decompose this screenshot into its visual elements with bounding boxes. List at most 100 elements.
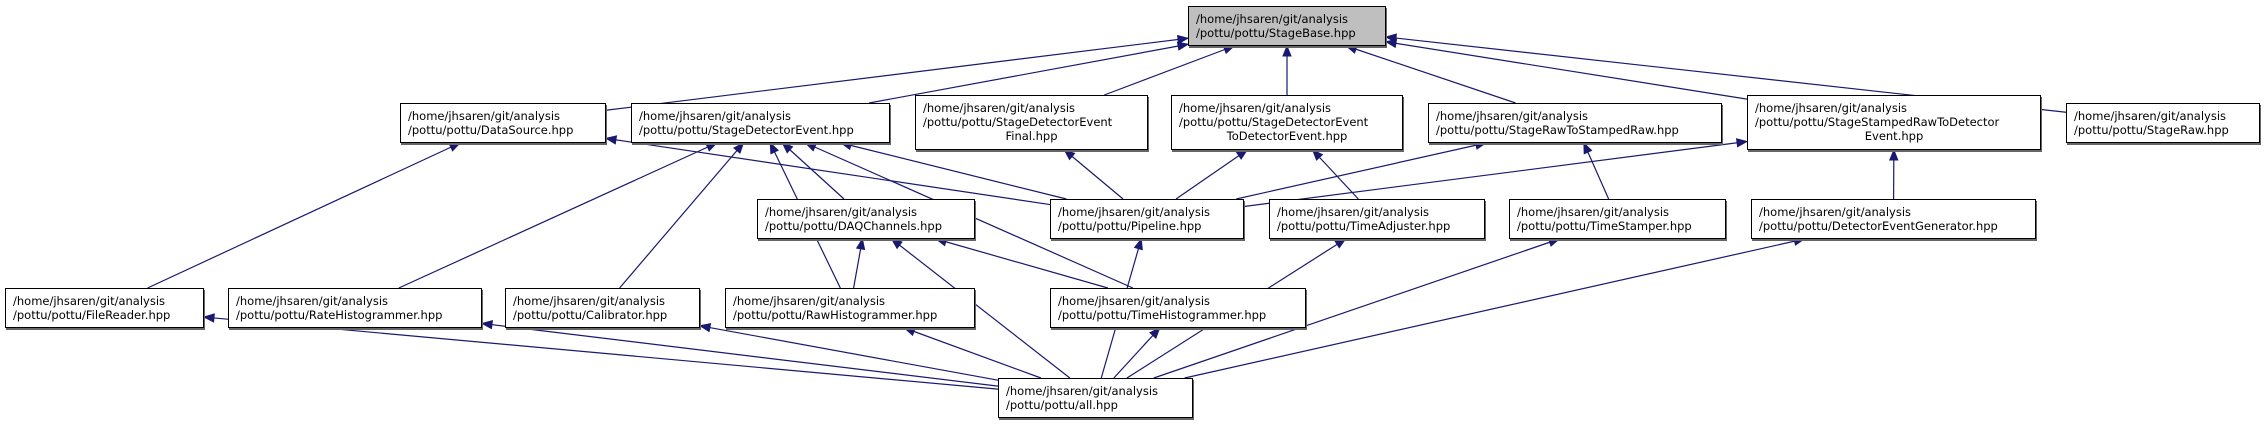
node-label-line: /pottu/pottu/StageBase.hpp xyxy=(1196,26,1356,40)
arrowhead-icon xyxy=(1583,141,1593,155)
edge-Pipeline-to-StageStampedRawToDetectorEvent xyxy=(1243,140,1748,208)
node-time-adjuster[interactable]: /home/jhsaren/git/analysis/pottu/pottu/T… xyxy=(1269,199,1485,239)
node-label-line: /home/jhsaren/git/analysis xyxy=(13,294,166,308)
node-label-line: /home/jhsaren/git/analysis xyxy=(923,101,1076,115)
edge-all-to-TimeHistogrammer xyxy=(1113,327,1161,379)
edge-Calibrator-to-StageDetectorEvent xyxy=(619,142,744,289)
node-label-line: /pottu/pottu/RawHistogrammer.hpp xyxy=(733,308,938,322)
node-label-line: /home/jhsaren/git/analysis xyxy=(1006,384,1159,398)
node-label-line: /pottu/pottu/DAQChannels.hpp xyxy=(765,219,943,233)
edge-StageDetectorEventFinal-to-StageBase xyxy=(1104,45,1235,96)
node-label-line: /home/jhsaren/git/analysis xyxy=(1277,205,1430,219)
edge-RateHistogrammer-to-StageDetectorEvent xyxy=(398,142,717,289)
node-pipeline[interactable]: /home/jhsaren/git/analysis/pottu/pottu/P… xyxy=(1050,199,1244,239)
node-stage-stamped-raw-to-detector-event[interactable]: /home/jhsaren/git/analysis/pottu/pottu/S… xyxy=(1747,95,2041,150)
arrowhead-icon xyxy=(890,238,903,250)
node-stage-detector-event[interactable]: /home/jhsaren/git/analysis/pottu/pottu/S… xyxy=(631,103,890,143)
edge-Pipeline-to-StageRawToStampedRaw xyxy=(1236,142,1486,200)
arrowhead-icon xyxy=(1889,148,1899,161)
node-label-line: /pottu/pottu/StageDetectorEvent.hpp xyxy=(639,123,854,137)
node-label-line: /home/jhsaren/git/analysis xyxy=(1058,205,1211,219)
edge-StageStampedRawToDetectorEvent-to-StageBase xyxy=(1385,41,1748,100)
edge-all-to-DAQChannels xyxy=(891,238,1071,379)
node-label-line: /home/jhsaren/git/analysis xyxy=(2074,109,2227,123)
arrowhead-icon xyxy=(1311,149,1324,161)
node-label-line: /pottu/pottu/Pipeline.hpp xyxy=(1058,219,1202,233)
node-label-line: /home/jhsaren/git/analysis xyxy=(513,294,666,308)
node-label-line: /home/jhsaren/git/analysis xyxy=(1436,109,1589,123)
arrowhead-icon xyxy=(855,237,866,251)
node-calibrator[interactable]: /home/jhsaren/git/analysis/pottu/pottu/C… xyxy=(505,288,700,328)
node-label-line: /home/jhsaren/git/analysis xyxy=(408,109,561,123)
node-label-line: /pottu/pottu/StageStampedRawToDetector xyxy=(1755,115,2000,129)
node-label-line: /pottu/pottu/TimeAdjuster.hpp xyxy=(1277,219,1451,233)
node-label-line: /home/jhsaren/git/analysis xyxy=(765,205,918,219)
node-label-line: Final.hpp xyxy=(1005,129,1058,143)
edge-StageRawToStampedRaw-to-StageBase xyxy=(1346,45,1516,104)
edge-all-to-TimeStamper xyxy=(1153,238,1560,379)
arrowhead-icon xyxy=(1063,149,1076,161)
node-stage-raw-to-stamped-raw[interactable]: /home/jhsaren/git/analysis/pottu/pottu/S… xyxy=(1428,103,1722,143)
node-time-histogrammer[interactable]: /home/jhsaren/git/analysis/pottu/pottu/T… xyxy=(1050,288,1306,328)
arrowhead-icon xyxy=(1334,238,1347,249)
node-stage-detector-event-final[interactable]: /home/jhsaren/git/analysis/pottu/pottu/S… xyxy=(915,95,1148,150)
node-label-line: /home/jhsaren/git/analysis xyxy=(639,109,792,123)
edge-TimeHistogrammer-to-DAQChannels xyxy=(935,238,1109,289)
arrowhead-icon xyxy=(1235,149,1249,160)
node-label-line: /pottu/pottu/TimeStamper.hpp xyxy=(1517,219,1692,233)
node-daqchannels[interactable]: /home/jhsaren/git/analysis/pottu/pottu/D… xyxy=(757,199,975,239)
edge-Pipeline-to-StageDetectorEventToDetectorEvent xyxy=(1175,149,1248,200)
node-raw-histogrammer[interactable]: /home/jhsaren/git/analysis/pottu/pottu/R… xyxy=(725,288,975,328)
edge-DAQChannels-to-StageDetectorEvent xyxy=(782,142,845,200)
node-label-line: /home/jhsaren/git/analysis xyxy=(1759,205,1912,219)
arrowhead-icon xyxy=(934,237,948,247)
arrowhead-icon xyxy=(903,327,917,337)
node-rate-histogrammer[interactable]: /home/jhsaren/git/analysis/pottu/pottu/R… xyxy=(228,288,482,328)
edge-TimeAdjuster-to-StageDetectorEventToDetectorEvent xyxy=(1312,149,1359,200)
arrowhead-icon xyxy=(1176,41,1190,51)
node-label-line: /pottu/pottu/FileReader.hpp xyxy=(13,308,171,322)
node-label-line: /pottu/pottu/StageRaw.hpp xyxy=(2074,123,2229,137)
node-stage-detector-event-to-detector-event[interactable]: /home/jhsaren/git/analysis/pottu/pottu/S… xyxy=(1171,95,1403,150)
edge-Pipeline-to-DataSource xyxy=(605,137,1051,206)
node-detector-event-generator[interactable]: /home/jhsaren/git/analysis/pottu/pottu/D… xyxy=(1751,199,2036,239)
arrowhead-icon xyxy=(1133,237,1143,251)
node-label-line: /pottu/pottu/all.hpp xyxy=(1006,398,1118,412)
arrowhead-icon xyxy=(769,141,780,155)
node-label-line: Event.hpp xyxy=(1864,129,1924,143)
arrowhead-icon xyxy=(781,142,794,154)
node-label-line: /home/jhsaren/git/analysis xyxy=(236,294,389,308)
edge-all-to-RateHistogrammer xyxy=(481,322,999,387)
edge-Pipeline-to-StageDetectorEventFinal xyxy=(1064,149,1124,200)
node-file-reader[interactable]: /home/jhsaren/git/analysis/pottu/pottu/F… xyxy=(5,288,204,328)
node-label-line: /home/jhsaren/git/analysis xyxy=(733,294,886,308)
node-label-line: /home/jhsaren/git/analysis xyxy=(1517,205,1670,219)
node-label-line: /pottu/pottu/RateHistogrammer.hpp xyxy=(236,308,443,322)
node-label-line: ToDetectorEvent.hpp xyxy=(1226,129,1348,143)
node-label-line: /pottu/pottu/StageRawToStampedRaw.hpp xyxy=(1436,123,1679,137)
arrowhead-icon xyxy=(732,141,745,155)
arrowhead-icon xyxy=(698,323,712,333)
node-label-line: /home/jhsaren/git/analysis xyxy=(1196,12,1349,26)
edge-Pipeline-to-StageDetectorEvent xyxy=(840,142,1067,200)
node-label-line: /pottu/pottu/DetectorEventGenerator.hpp xyxy=(1759,219,1998,233)
node-label-line: /pottu/pottu/DataSource.hpp xyxy=(408,123,574,137)
arrowhead-icon xyxy=(1735,138,1749,148)
arrowhead-icon xyxy=(480,319,493,330)
node-stage-base[interactable]: /home/jhsaren/git/analysis/pottu/pottu/S… xyxy=(1188,6,1386,46)
edge-all-to-Calibrator xyxy=(699,325,999,381)
edge-FileReader-to-DataSource xyxy=(147,142,461,289)
node-label-line: /home/jhsaren/git/analysis xyxy=(1179,101,1332,115)
node-stage-raw[interactable]: /home/jhsaren/git/analysis/pottu/pottu/S… xyxy=(2066,103,2260,143)
node-all[interactable]: /home/jhsaren/git/analysis/pottu/pottu/a… xyxy=(998,378,1193,418)
arrowhead-icon xyxy=(1345,44,1358,54)
edge-DataSource-to-StageBase xyxy=(605,37,1189,111)
node-time-stamper[interactable]: /home/jhsaren/git/analysis/pottu/pottu/T… xyxy=(1509,199,1726,239)
node-data-source[interactable]: /home/jhsaren/git/analysis/pottu/pottu/D… xyxy=(400,103,606,143)
arrowhead-icon xyxy=(1222,45,1236,55)
edge-StageDetectorEvent-to-StageBase xyxy=(868,43,1189,104)
arrowhead-icon xyxy=(1149,327,1161,339)
arrowhead-icon xyxy=(804,142,818,152)
arrowhead-icon xyxy=(1384,33,1397,43)
